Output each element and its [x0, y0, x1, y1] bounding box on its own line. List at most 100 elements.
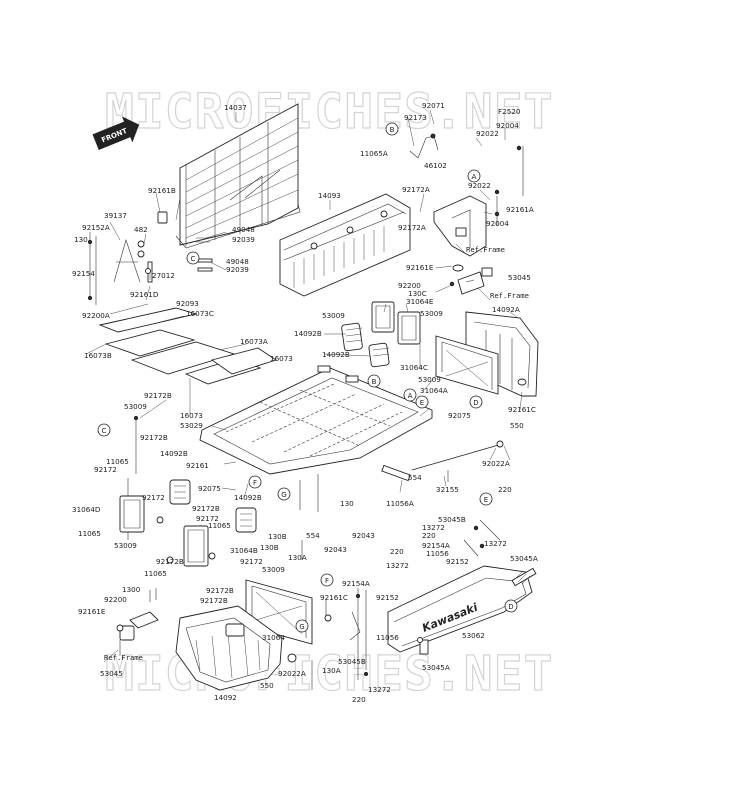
svg-text:D: D	[473, 399, 478, 407]
svg-text:B: B	[372, 378, 377, 386]
left-side-panel-drawing	[175, 579, 313, 691]
leader-lines	[85, 109, 523, 499]
part-label: 49048	[226, 257, 249, 266]
part-label: 31064C	[400, 363, 428, 372]
part-label: F2520	[498, 107, 521, 116]
part-label: 92022A	[278, 669, 306, 678]
part-label: 554	[408, 473, 422, 482]
part-label: 92152	[376, 593, 399, 602]
part-label: 53009	[262, 565, 285, 574]
part-label: 11065	[78, 529, 101, 538]
part-label: 16073	[270, 354, 293, 363]
part-label: 550	[510, 421, 524, 430]
part-label: 11056A	[386, 499, 414, 508]
part-label: 92172	[142, 493, 165, 502]
ref-frame-label: Ref.Frame	[104, 653, 143, 662]
svg-text:F: F	[253, 479, 257, 487]
part-label: 92172	[240, 557, 263, 566]
part-label: 92172B	[156, 557, 184, 566]
part-label: 92172A	[402, 185, 430, 194]
svg-text:A: A	[408, 392, 413, 400]
part-label: 32155	[436, 485, 459, 494]
part-label: 16073A	[240, 337, 268, 346]
part-label: 92161B	[148, 186, 176, 195]
part-label: 53045A	[510, 554, 538, 563]
part-label: 92172B	[200, 596, 228, 605]
part-label: 92043	[352, 531, 375, 540]
ref-frame-label: Ref.Frame	[490, 291, 529, 300]
part-label: 92152	[446, 557, 469, 566]
part-label: 130B	[260, 543, 279, 552]
part-label: 92152A	[82, 223, 110, 232]
part-label: 53045B	[438, 515, 466, 524]
svg-text:D: D	[508, 603, 513, 611]
part-label: 14037	[224, 103, 247, 112]
part-label: 53045B	[338, 657, 366, 666]
callout-e-lower: E	[479, 492, 493, 506]
pins-bottom-drawing	[287, 519, 501, 690]
svg-text:B: B	[390, 126, 395, 134]
part-label: 220	[390, 547, 404, 556]
part-label: 482	[134, 225, 148, 234]
part-label: 92161D	[130, 290, 159, 299]
part-label: 53045	[508, 273, 531, 282]
part-label: 92022	[476, 129, 499, 138]
part-label: 11065	[208, 521, 231, 530]
part-label: 31064D	[72, 505, 101, 514]
part-label: 92039	[232, 235, 255, 244]
part-label: 92200A	[82, 311, 110, 320]
part-label: 11056	[376, 633, 399, 642]
part-label: 92173	[404, 113, 427, 122]
svg-text:C: C	[191, 255, 196, 263]
part-label: 92172B	[144, 391, 172, 400]
part-label: 92172A	[398, 223, 426, 232]
part-label: 130A	[322, 666, 341, 675]
callout-f-lower: F	[320, 573, 334, 587]
part-label: 92200	[104, 595, 127, 604]
part-label: 14092B	[294, 329, 322, 338]
callout-b-bed: B	[367, 374, 381, 388]
part-label: 53062	[462, 631, 485, 640]
part-label: 130A	[288, 553, 307, 562]
part-label: 92161C	[508, 405, 536, 414]
pins-top-right	[409, 133, 524, 226]
part-label: 550	[260, 681, 274, 690]
cargo-bed-drawing	[199, 365, 433, 512]
part-label: 92075	[448, 411, 471, 420]
watermark-top: MICROFICHES.NET	[105, 84, 553, 140]
part-label: 11065	[106, 457, 129, 466]
part-label: 92161E	[78, 607, 106, 616]
latches-right-drawing	[341, 301, 421, 368]
part-label: 92071	[422, 101, 445, 110]
callout-e-right: E	[415, 395, 429, 409]
part-label: 92039	[226, 265, 249, 274]
part-label: 130	[74, 235, 88, 244]
part-label: 92004	[486, 219, 509, 228]
frame-bracket-drawing	[433, 195, 487, 257]
latches-left-drawing	[119, 415, 257, 567]
part-label: 27012	[152, 271, 175, 280]
part-label: 220	[352, 695, 366, 704]
part-label: 220	[498, 485, 512, 494]
headache-rack-drawing	[175, 103, 301, 249]
svg-text:F: F	[325, 577, 329, 585]
part-label: 53009	[114, 541, 137, 550]
tailgate-drawing: Kawasaki	[387, 565, 537, 653]
part-label: 16073B	[84, 351, 112, 360]
part-label: 13272	[386, 561, 409, 570]
part-label: 39137	[104, 211, 127, 220]
svg-text:E: E	[484, 496, 488, 504]
part-label: 92075	[198, 484, 221, 493]
part-label: 53009	[322, 311, 345, 320]
front-arrow-icon: FRONT	[92, 116, 140, 150]
bed-mats-drawing	[98, 307, 278, 385]
part-label: 49048	[232, 225, 255, 234]
part-label: 92161E	[406, 263, 434, 272]
callout-g-lower: G	[295, 619, 309, 633]
callout-f-left: F	[248, 475, 262, 489]
part-label: 13272	[368, 685, 391, 694]
part-label: 1300	[122, 585, 141, 594]
part-label: 92154A	[422, 541, 450, 550]
part-label: 92004	[496, 121, 519, 130]
part-label: 92022A	[482, 459, 510, 468]
